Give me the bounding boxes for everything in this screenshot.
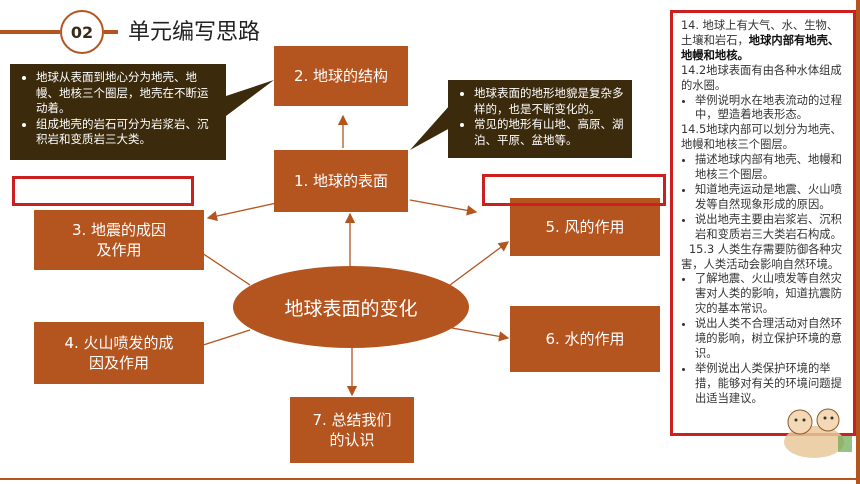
callout-earth-structure: 地球从表面到地心分为地壳、地幔、地核三个圈层，地壳在不断运动着。 组成地壳的岩石… xyxy=(10,64,226,160)
standard-paragraph: 15.3 人类生存需要防御各种灾害，人类活动会影响自然环境。 xyxy=(681,242,843,271)
callout-item: 组成地壳的岩石可分为岩浆岩、沉积岩和变质岩三大类。 xyxy=(36,117,218,148)
standard-item: 说出地壳主要由岩浆岩、沉积岩和变质岩三大类岩石构成。 xyxy=(695,213,845,243)
standard-item: 了解地震、火山喷发等自然灾害对人类的影响，知道抗震防灾的基本常识。 xyxy=(695,272,845,317)
right-accent-strip xyxy=(856,0,860,484)
section-number-badge: 02 xyxy=(60,10,104,54)
callout-earth-surface: 地球表面的地形地貌是复杂多样的，也是不断变化的。 常见的地形有山地、高原、湖泊、… xyxy=(448,80,632,158)
node-volcano: 4. 火山喷发的成 因及作用 xyxy=(34,322,204,384)
standard-item: 知道地壳运动是地震、火山喷发等自然现象形成的原因。 xyxy=(695,183,845,213)
node-earth-surface: 1. 地球的表面 xyxy=(274,150,408,212)
cartoon-decoration-icon xyxy=(784,408,852,458)
node-earth-structure: 2. 地球的结构 xyxy=(274,46,408,106)
highlight-rect-right xyxy=(482,174,666,206)
bottom-divider xyxy=(0,478,856,480)
callout-item: 常见的地形有山地、高原、湖泊、平原、盆地等。 xyxy=(474,117,624,148)
node-earthquake: 3. 地震的成因 及作用 xyxy=(34,210,204,270)
callout-item: 地球表面的地形地貌是复杂多样的，也是不断变化的。 xyxy=(474,86,624,117)
section-title: 单元编写思路 xyxy=(128,20,261,45)
node-water: 6. 水的作用 xyxy=(510,306,660,372)
curriculum-standards-panel: 14. 地球上有大气、水、生物、土壤和岩石，地球内部有地壳、地幔和地核。 14.… xyxy=(670,10,856,436)
header-bar xyxy=(104,30,118,34)
standard-item: 举例说明水在地表流动的过程中，塑造着地表形态。 xyxy=(695,94,845,124)
center-topic-oval: 地球表面的变化 xyxy=(233,266,469,348)
standard-paragraph: 14.5地球内部可以划分为地壳、地幔和地核三个圈层。 xyxy=(681,123,842,152)
standard-item: 说出人类不合理活动对自然环境的影响，树立保护环境的意识。 xyxy=(695,317,845,362)
node-wind: 5. 风的作用 xyxy=(510,198,660,256)
header-bar xyxy=(0,30,60,34)
callout-item: 地球从表面到地心分为地壳、地幔、地核三个圈层，地壳在不断运动着。 xyxy=(36,70,218,117)
standard-item: 举例说出人类保护环境的举措，能够对有关的环境问题提出适当建议。 xyxy=(695,362,845,407)
standard-paragraph: 14. 地球上有大气、水、生物、土壤和岩石，地球内部有地壳、地幔和地核。 xyxy=(681,19,840,62)
standard-paragraph: 14.2地球表面有由各种水体组成的水圈。 xyxy=(681,63,842,92)
standard-item: 描述地球内部有地壳、地幔和地核三个圈层。 xyxy=(695,153,845,183)
node-summary: 7. 总结我们 的认识 xyxy=(290,397,414,463)
highlight-rect-left xyxy=(12,176,194,206)
